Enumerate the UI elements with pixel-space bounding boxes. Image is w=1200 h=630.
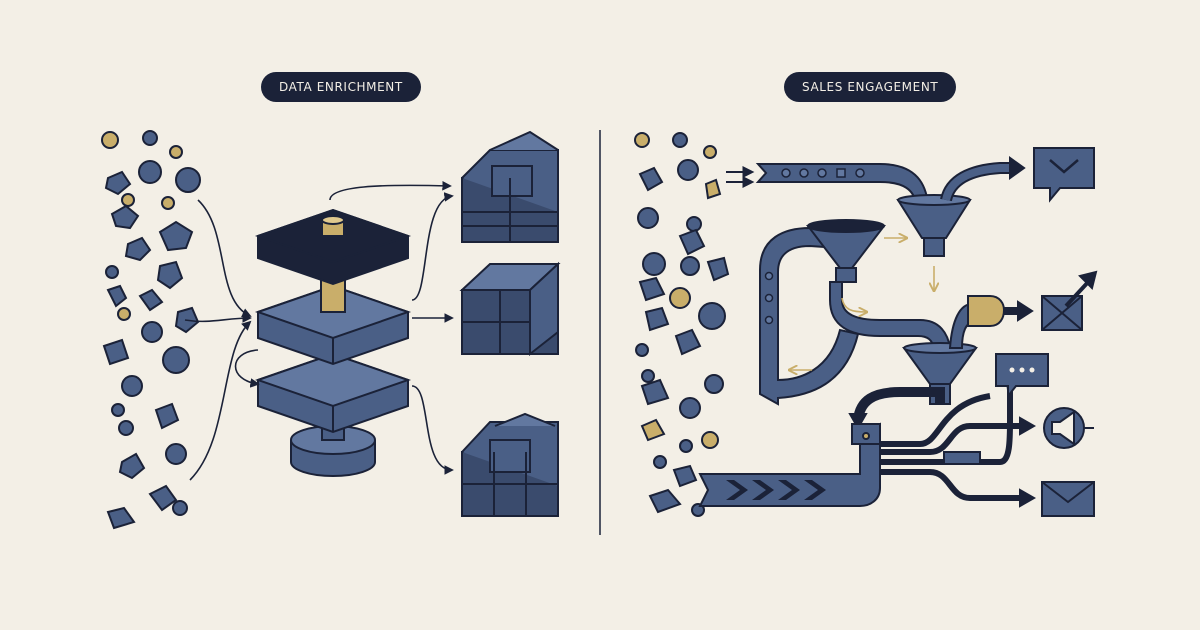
megaphone-icon (1043, 407, 1094, 449)
sales-engagement-label: SALES ENGAGEMENT (784, 72, 957, 102)
inflow-arrows (184, 199, 252, 481)
loop-arrows (234, 180, 454, 475)
send-arrow-icon (1041, 270, 1098, 331)
lead-particles (634, 132, 730, 517)
mail-icon (1041, 481, 1095, 517)
typing-bubble-icon (995, 353, 1049, 399)
structured-cubes (459, 130, 561, 517)
data-enrichment-label: DATA ENRICHMENT (261, 72, 421, 102)
chat-check-icon (1033, 147, 1095, 203)
raw-data-particles (101, 130, 201, 530)
engagement-pipeline (698, 156, 1037, 508)
enrichment-stack (254, 208, 412, 477)
